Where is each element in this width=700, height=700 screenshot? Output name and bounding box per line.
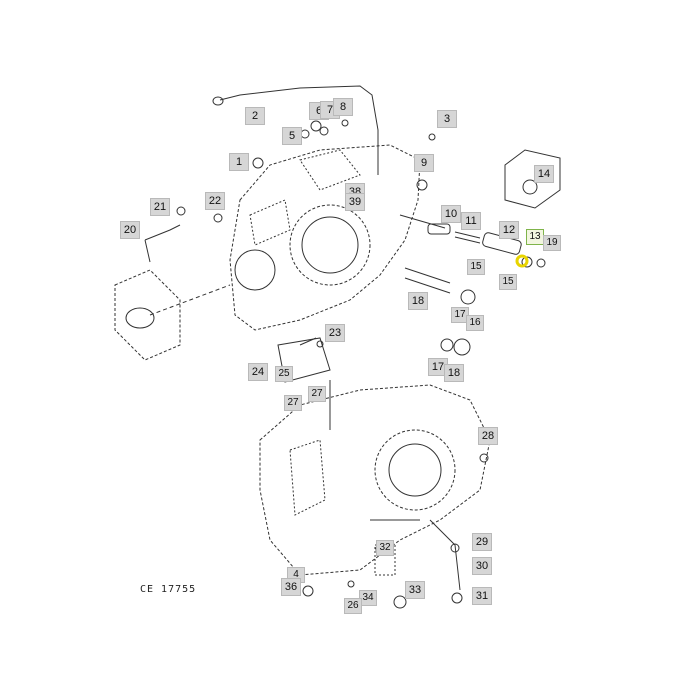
callout-30[interactable]: 28: [478, 427, 498, 445]
callout-15a[interactable]: 15: [467, 259, 485, 275]
callout-24[interactable]: 22: [205, 192, 225, 210]
lower-transmission-housing: [259, 384, 491, 591]
callout-14[interactable]: 14: [534, 165, 554, 183]
drawing-reference-code: CE 17755: [140, 584, 197, 595]
callout-37[interactable]: 36: [281, 578, 301, 596]
callout-27a[interactable]: 25: [275, 366, 293, 382]
callout-39[interactable]: 39: [345, 193, 365, 211]
valve-spool-assembly: [399, 214, 546, 356]
callout-22[interactable]: 20: [120, 221, 140, 239]
oil-pipe: [144, 206, 186, 263]
callout-26[interactable]: 24: [248, 363, 268, 381]
callout-3[interactable]: 3: [437, 110, 457, 128]
callout-28[interactable]: 27: [308, 386, 326, 402]
callout-35[interactable]: 33: [405, 581, 425, 599]
callout-12[interactable]: 12: [499, 221, 519, 239]
callout-31[interactable]: 29: [472, 533, 492, 551]
flange-plate: [114, 269, 231, 361]
callout-10[interactable]: 10: [441, 205, 461, 223]
callout-15b[interactable]: 15: [499, 274, 517, 290]
callout-9[interactable]: 9: [414, 154, 434, 172]
callout-5[interactable]: 5: [282, 127, 302, 145]
callout-13[interactable]: 13: [526, 229, 544, 245]
callout-32[interactable]: 30: [472, 557, 492, 575]
callout-18[interactable]: 18: [408, 292, 428, 310]
callout-36[interactable]: 34: [359, 590, 377, 606]
callout-23[interactable]: 21: [150, 198, 170, 216]
callout-19[interactable]: 19: [543, 235, 561, 251]
callout-21[interactable]: 18: [444, 364, 464, 382]
callout-11[interactable]: 11: [461, 212, 481, 230]
highlighted-part-13: [515, 254, 529, 268]
callout-8[interactable]: 8: [333, 98, 353, 116]
upper-transmission-housing: [229, 144, 421, 331]
inset-detail-box: [504, 149, 561, 209]
callout-25[interactable]: 23: [325, 324, 345, 342]
callout-29[interactable]: 27: [284, 395, 302, 411]
callout-2[interactable]: 2: [245, 107, 265, 125]
callout-16[interactable]: 16: [466, 315, 484, 331]
cover-plate: [277, 337, 331, 430]
callout-27b[interactable]: 26: [344, 598, 362, 614]
callout-1[interactable]: 1: [229, 153, 249, 171]
callout-33[interactable]: 31: [472, 587, 492, 605]
callout-20[interactable]: 17: [428, 358, 448, 376]
sensor-cable: [212, 85, 379, 175]
callout-34[interactable]: 32: [376, 540, 394, 556]
